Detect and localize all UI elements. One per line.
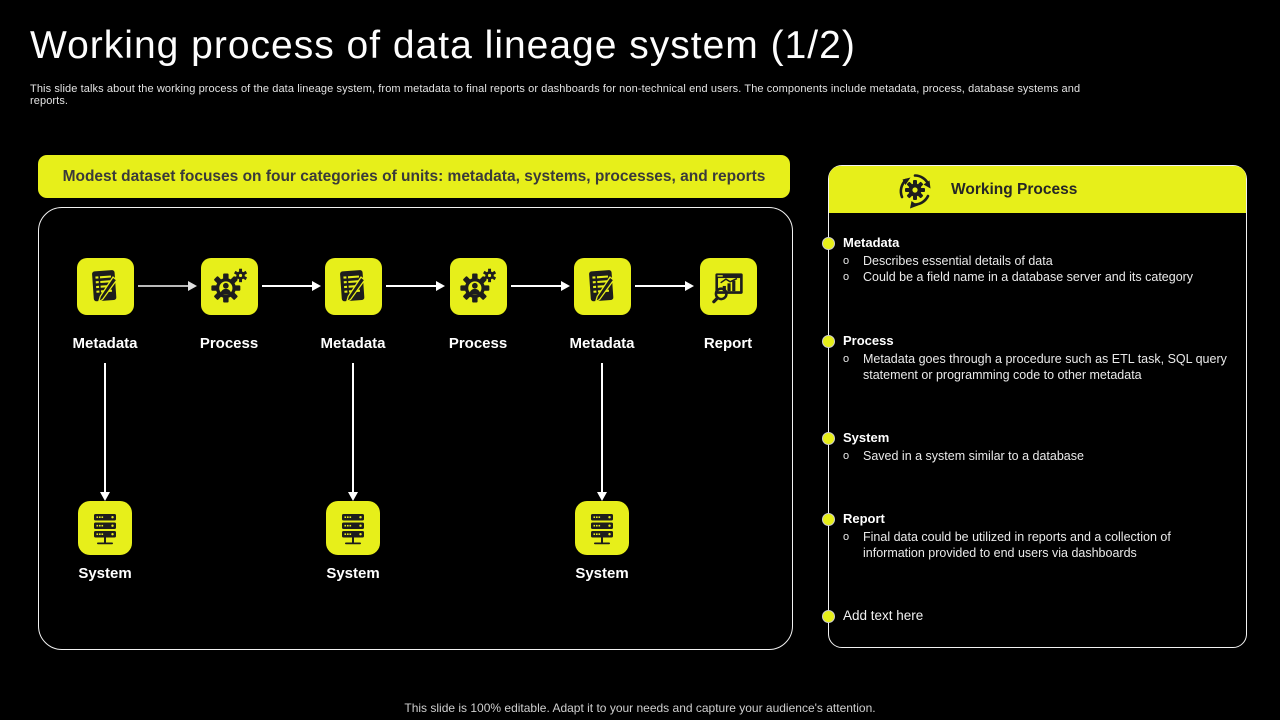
flow-label: Metadata — [569, 335, 635, 352]
system-label: System — [575, 565, 629, 582]
section-marker-dot — [821, 432, 835, 445]
bullet-marker: o — [843, 255, 850, 267]
page-title: Working process of data lineage system (… — [30, 24, 856, 67]
banner-text: Modest dataset focuses on four categorie… — [62, 167, 766, 185]
process-icon — [460, 268, 497, 303]
bullet-text: Describes essential details of data — [863, 254, 1053, 268]
flow-diagram-panel: Metadata Process Metadata Process Metada… — [38, 207, 793, 650]
metadata-icon — [92, 269, 118, 303]
process-cycle-icon — [899, 173, 931, 208]
metadata-icon — [340, 269, 366, 303]
section-marker-dot — [821, 610, 835, 623]
report-icon — [712, 272, 743, 303]
arrow-right — [138, 281, 197, 291]
server-icon — [94, 514, 116, 545]
process-icon — [211, 268, 248, 303]
flow-label: Metadata — [320, 335, 386, 352]
flow-label: Process — [199, 335, 259, 352]
working-process-panel: Working Process Metadata o Describes ess… — [821, 165, 1247, 648]
flow-node-system-3 — [575, 501, 629, 555]
section-marker-dot — [821, 513, 835, 526]
flow-node-process-1 — [200, 258, 258, 315]
arrow-down — [597, 363, 606, 501]
section-marker-dot — [821, 237, 835, 250]
bullet-text: Final data could be utilized in reports … — [863, 530, 1171, 560]
section-title: System — [843, 430, 890, 445]
flow-node-system-1 — [78, 501, 132, 555]
placeholder-text[interactable]: Add text here — [843, 608, 924, 623]
section-system: System o Saved in a system similar to a … — [843, 430, 1235, 464]
server-icon — [342, 514, 364, 545]
working-process-header: Working Process — [829, 166, 1246, 213]
section-title: Report — [843, 511, 885, 526]
flow-label: Metadata — [72, 335, 138, 352]
bullet-text: Metadata goes through a procedure such a… — [863, 352, 1227, 382]
arrow-right — [635, 281, 694, 291]
bullet-item: o Could be a field name in a database se… — [843, 269, 1235, 285]
section-process: Process o Metadata goes through a proced… — [843, 333, 1235, 383]
flow-node-report — [699, 258, 757, 315]
key-message-banner: Modest dataset focuses on four categorie… — [38, 155, 790, 198]
bullet-item: o Describes essential details of data — [843, 253, 1235, 269]
arrow-right — [386, 281, 445, 291]
bullet-marker: o — [843, 353, 850, 365]
bullet-text: Could be a field name in a database serv… — [863, 270, 1194, 284]
flow-node-system-2 — [326, 501, 380, 555]
section-title: Process — [843, 333, 894, 348]
flow-node-metadata-3 — [573, 258, 631, 315]
flow-node-metadata-1 — [76, 258, 134, 315]
section-report: Report o Final data could be utilized in… — [843, 511, 1235, 561]
footer-note: This slide is 100% editable. Adapt it to… — [404, 701, 876, 715]
arrow-down — [348, 363, 357, 501]
flow-node-process-2 — [449, 258, 507, 315]
flow-label: Process — [448, 335, 508, 352]
bullet-marker: o — [843, 450, 850, 462]
system-label: System — [78, 565, 132, 582]
arrow-right — [511, 281, 570, 291]
bullet-item: o Final data could be utilized in report… — [843, 529, 1235, 561]
flow-label: Report — [703, 335, 753, 352]
bullet-marker: o — [843, 531, 850, 543]
bullet-item: o Saved in a system similar to a databas… — [843, 448, 1235, 464]
arrow-down — [100, 363, 109, 501]
bullet-item: o Metadata goes through a procedure such… — [843, 351, 1235, 383]
section-metadata: Metadata o Describes essential details o… — [843, 235, 1235, 285]
flow-node-metadata-2 — [324, 258, 382, 315]
section-marker-dot — [821, 335, 835, 348]
section-add-text-placeholder[interactable]: Add text here — [843, 608, 1235, 626]
arrow-right — [262, 281, 321, 291]
metadata-icon — [589, 269, 615, 303]
server-icon — [591, 514, 613, 545]
system-label: System — [326, 565, 380, 582]
working-process-title: Working Process — [951, 180, 1078, 198]
slide-description: This slide talks about the working proce… — [30, 83, 1081, 107]
bullet-text: Saved in a system similar to a database — [863, 449, 1084, 463]
section-title: Metadata — [843, 235, 900, 250]
bullet-marker: o — [843, 271, 850, 283]
